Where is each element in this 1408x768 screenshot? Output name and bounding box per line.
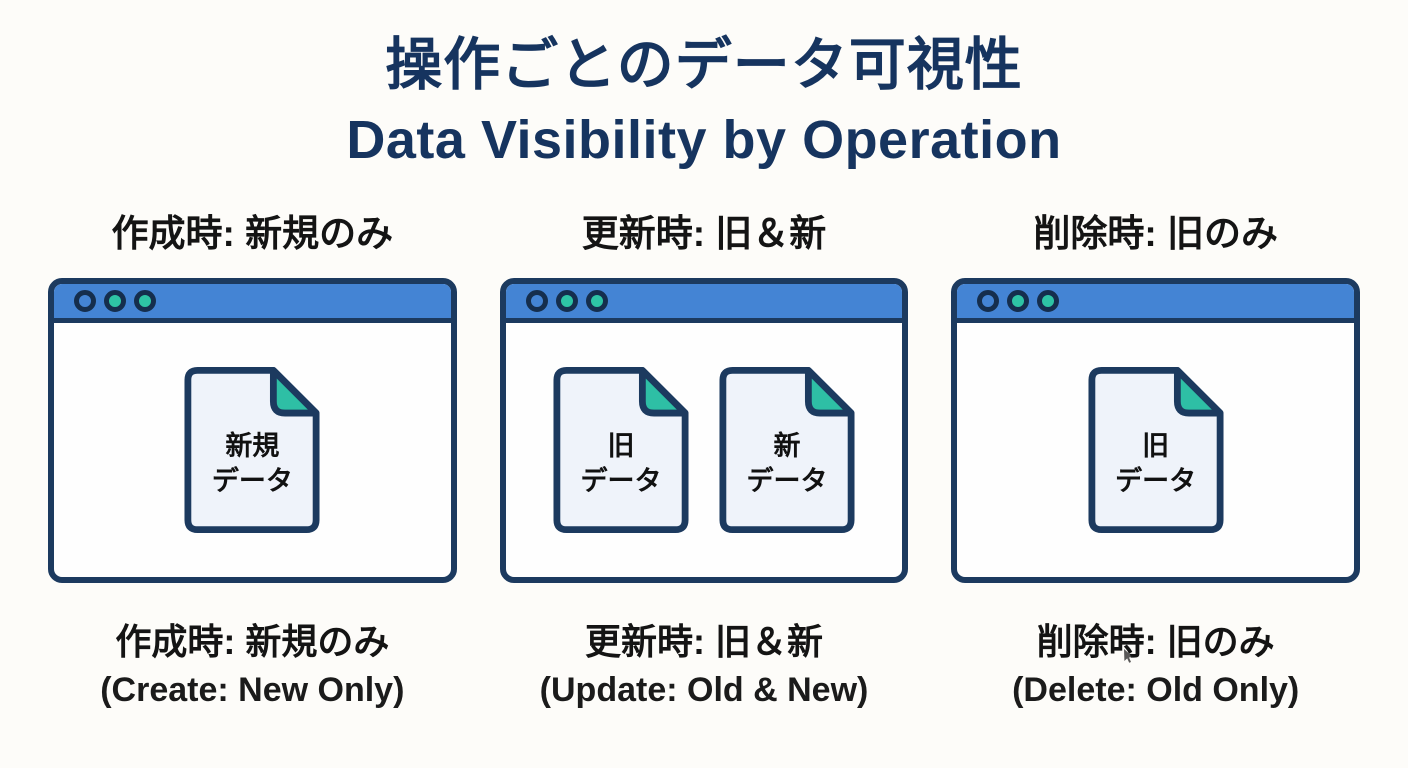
document-label: 新 データ bbox=[719, 366, 855, 534]
document-new-data-icon: 新規 データ bbox=[184, 366, 320, 534]
panel-update: 更新時: 旧＆新 旧 データ bbox=[499, 210, 909, 710]
document-shape-icon bbox=[184, 366, 320, 534]
document-label-line2: データ bbox=[580, 466, 662, 496]
panel-create: 作成時: 新規のみ 新規 データ bbox=[48, 210, 457, 710]
panel-create-caption-ja: 作成時: 新規のみ bbox=[115, 621, 390, 662]
browser-window-update: 旧 データ 新 データ bbox=[499, 278, 909, 583]
document-label: 旧 データ bbox=[1088, 366, 1224, 534]
panel-delete-caption-ja: 削除時: 旧のみ bbox=[1036, 621, 1275, 662]
panel-create-caption-en: (Create: New Only) bbox=[100, 671, 405, 709]
browser-window-delete: 旧 データ bbox=[951, 278, 1361, 583]
window-dot-icon bbox=[104, 290, 126, 312]
panels-row: 作成時: 新規のみ 新規 データ bbox=[0, 210, 1408, 710]
document-old-data-icon: 旧 データ bbox=[1088, 366, 1224, 534]
document-label-line1: 旧 bbox=[607, 430, 635, 461]
window-dot-icon bbox=[1037, 290, 1060, 312]
title-block: 操作ごとのデータ可視性 Data Visibility by Operation bbox=[0, 0, 1408, 176]
document-label-line2: データ bbox=[1115, 466, 1197, 496]
panel-delete: 削除時: 旧のみ 旧 データ bbox=[951, 210, 1361, 710]
document-label: 新規 データ bbox=[184, 366, 320, 534]
document-shape-icon bbox=[719, 366, 855, 534]
window-titlebar bbox=[54, 284, 451, 323]
document-label: 旧 データ bbox=[553, 366, 689, 534]
panel-update-header: 更新時: 旧＆新 bbox=[581, 213, 827, 254]
document-label-line1: 旧 bbox=[1142, 430, 1170, 461]
document-label-line2: データ bbox=[746, 466, 828, 496]
window-dot-icon bbox=[525, 290, 548, 312]
window-dot-icon bbox=[585, 290, 608, 312]
window-dot-icon bbox=[555, 290, 578, 312]
window-content: 旧 データ bbox=[957, 323, 1354, 577]
document-shape-icon bbox=[1088, 366, 1224, 534]
window-dot-icon bbox=[74, 290, 96, 312]
browser-window-create: 新規 データ bbox=[48, 278, 457, 583]
cursor-artifact-icon bbox=[1124, 649, 1133, 663]
panel-delete-caption-en: (Delete: Old Only) bbox=[1012, 671, 1300, 709]
document-new-data-icon: 新 データ bbox=[719, 366, 855, 534]
window-content: 新規 データ bbox=[54, 323, 451, 577]
window-titlebar bbox=[957, 284, 1355, 323]
window-dot-icon bbox=[1007, 290, 1030, 312]
document-label-line2: データ bbox=[211, 466, 293, 496]
panel-update-caption-ja: 更新時: 旧＆新 bbox=[585, 621, 823, 662]
document-label-line1: 新規 bbox=[225, 430, 280, 461]
document-label-line1: 新 bbox=[773, 430, 801, 461]
panel-update-caption-en: (Update: Old & New) bbox=[539, 671, 869, 709]
document-old-data-icon: 旧 データ bbox=[553, 366, 689, 534]
document-shape-icon bbox=[553, 366, 689, 534]
page-title-japanese: 操作ごとのデータ可視性 bbox=[385, 33, 1023, 97]
window-dot-icon bbox=[977, 290, 1000, 312]
window-dot-icon bbox=[134, 290, 156, 312]
panel-delete-header: 削除時: 旧のみ bbox=[1033, 213, 1278, 254]
panel-create-header: 作成時: 新規のみ bbox=[111, 213, 394, 254]
window-titlebar bbox=[505, 284, 903, 323]
window-content: 旧 データ 新 データ bbox=[506, 323, 903, 577]
page-title-english: Data Visibility by Operation bbox=[346, 110, 1062, 170]
